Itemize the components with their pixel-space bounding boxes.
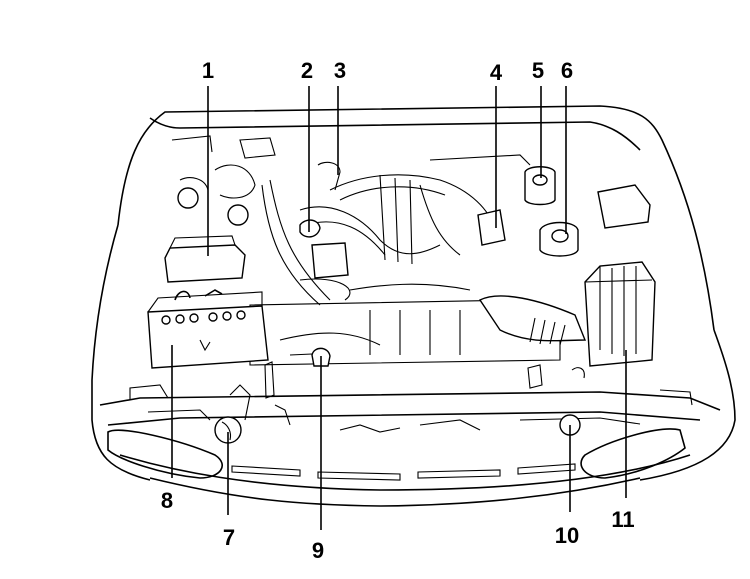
vehicle-body-outline: [91, 105, 736, 507]
callout-label-10: 10: [555, 523, 579, 548]
callout-label-6: 6: [561, 58, 573, 83]
callout-label-1: 1: [202, 58, 214, 83]
callout-label-2: 2: [301, 58, 313, 83]
leader-lines: [171, 86, 627, 530]
callout-label-8: 8: [161, 488, 173, 513]
callout-label-9: 9: [312, 538, 324, 563]
callout-labels: 1 2 3 4 5 6 7 8 9 10 11: [161, 58, 635, 563]
engine-components: [147, 135, 656, 444]
callout-label-4: 4: [490, 60, 503, 85]
callout-label-7: 7: [223, 525, 235, 550]
callout-label-3: 3: [334, 58, 346, 83]
callout-label-5: 5: [532, 58, 544, 83]
callout-label-11: 11: [611, 507, 634, 532]
